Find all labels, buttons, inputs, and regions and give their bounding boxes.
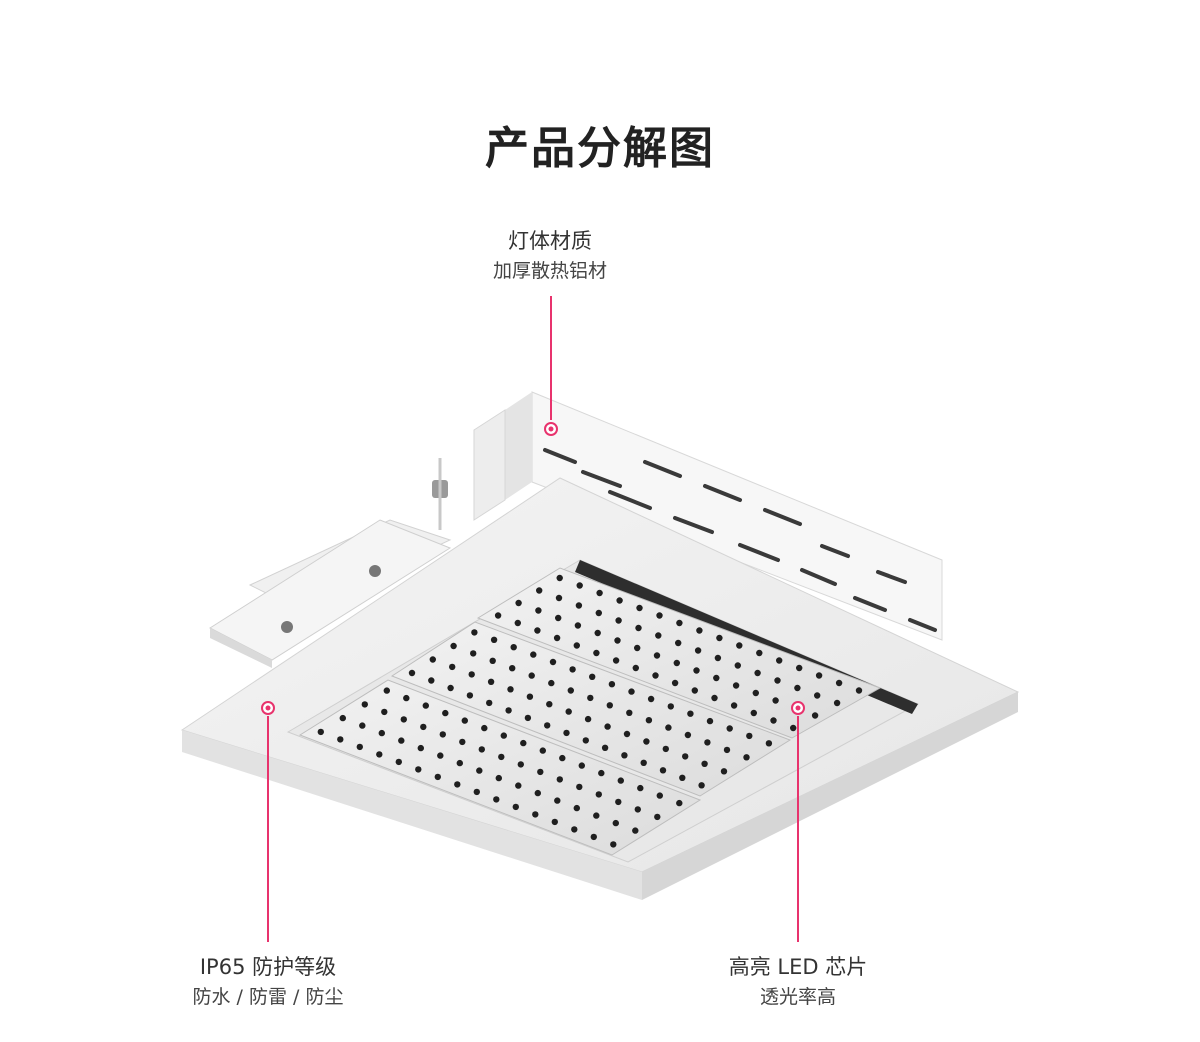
callout-protection-title: IP65 防护等级 (199, 955, 337, 979)
led-lens-array (317, 574, 863, 848)
callout-markers (261, 296, 805, 942)
callout-body-material-title: 灯体材质 (508, 229, 592, 253)
vent-slots (543, 448, 937, 632)
callout-protection: IP65 防护等级 防水 / 防雷 / 防尘 (148, 952, 388, 1012)
callout-led-chip: 高亮 LED 芯片 透光率高 (678, 952, 918, 1012)
callout-led-chip-title: 高亮 LED 芯片 (728, 955, 868, 979)
led-module (390, 621, 792, 797)
callout-protection-subtitle: 防水 / 防雷 / 防尘 (192, 986, 344, 1008)
callout-body-material: 灯体材质 加厚散热铝材 (430, 226, 670, 286)
callout-body-material-subtitle: 加厚散热铝材 (492, 260, 607, 282)
led-module (298, 679, 702, 856)
housing-box (208, 391, 943, 668)
led-modules (298, 567, 882, 856)
page-title: 产品分解图 (485, 123, 715, 174)
callout-led-chip-subtitle: 透光率高 (759, 986, 836, 1008)
led-module (476, 567, 882, 739)
